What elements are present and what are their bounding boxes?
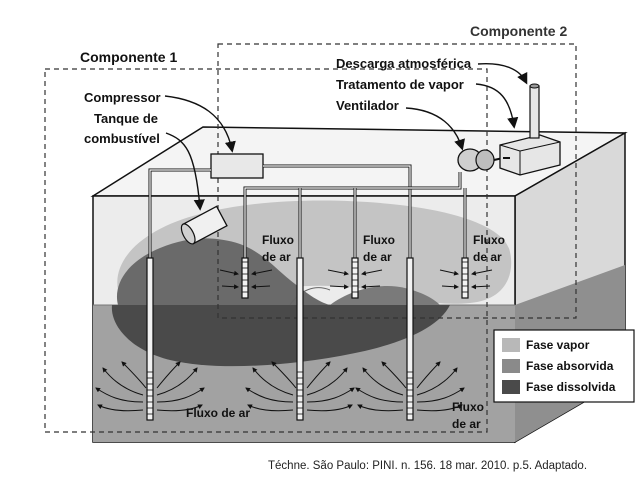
air-flow-label-lower-center: Fluxo de ar [186, 406, 250, 420]
component-1-boundary [44, 68, 488, 433]
source-caption: Téchne. São Paulo: PINI. n. 156. 18 mar.… [268, 460, 587, 472]
legend-swatch-dissolved [502, 380, 520, 394]
compressor-unit [210, 153, 264, 179]
absorbed-phase-plume [116, 238, 330, 305]
atmospheric-discharge-label: Descarga atmosférica [336, 56, 472, 71]
legend-swatch-vapor [502, 338, 520, 352]
component-1-label: Componente 1 [80, 49, 177, 65]
lower-airflow-arrows [95, 361, 465, 412]
air-flow-label-1a: Fluxo [262, 233, 294, 247]
compressor-label: Compressor [84, 90, 161, 105]
fuel-tank-label-line1: Tanque de [94, 111, 158, 126]
air-flow-label-2b: de ar [363, 250, 392, 264]
legend: Fase vapor Fase absorvida Fase dissolvid… [493, 329, 635, 403]
fuel-tank [180, 205, 228, 245]
legend-label-dissolved: Fase dissolvida [526, 380, 616, 394]
vapor-treatment-unit [499, 134, 561, 176]
air-flow-label-lower-right-a: Fluxo [452, 400, 484, 414]
legend-label-absorbed: Fase absorvida [526, 359, 614, 373]
ventilator-unit [457, 148, 504, 172]
legend-label-vapor: Fase vapor [526, 338, 590, 352]
exhaust-stack [529, 85, 540, 139]
vapor-treatment-label: Tratamento de vapor [336, 77, 464, 92]
air-flow-label-2a: Fluxo [363, 233, 395, 247]
ventilator-label: Ventilador [336, 98, 399, 113]
air-flow-label-3b: de ar [473, 250, 502, 264]
dissolved-phase-plume [111, 305, 450, 367]
well-screens [147, 261, 468, 415]
component-2-boundary [217, 43, 577, 319]
component-2-label: Componente 2 [470, 23, 567, 39]
air-flow-label-3a: Fluxo [473, 233, 505, 247]
callout-arrows [164, 63, 528, 211]
upper-airflow-arrows [219, 269, 493, 290]
legend-swatch-absorbed [502, 359, 520, 373]
air-flow-label-1b: de ar [262, 250, 291, 264]
well-pipes [146, 257, 469, 421]
air-flow-label-lower-right-b: de ar [452, 417, 481, 431]
fuel-tank-label-line2: combustível [84, 131, 160, 146]
